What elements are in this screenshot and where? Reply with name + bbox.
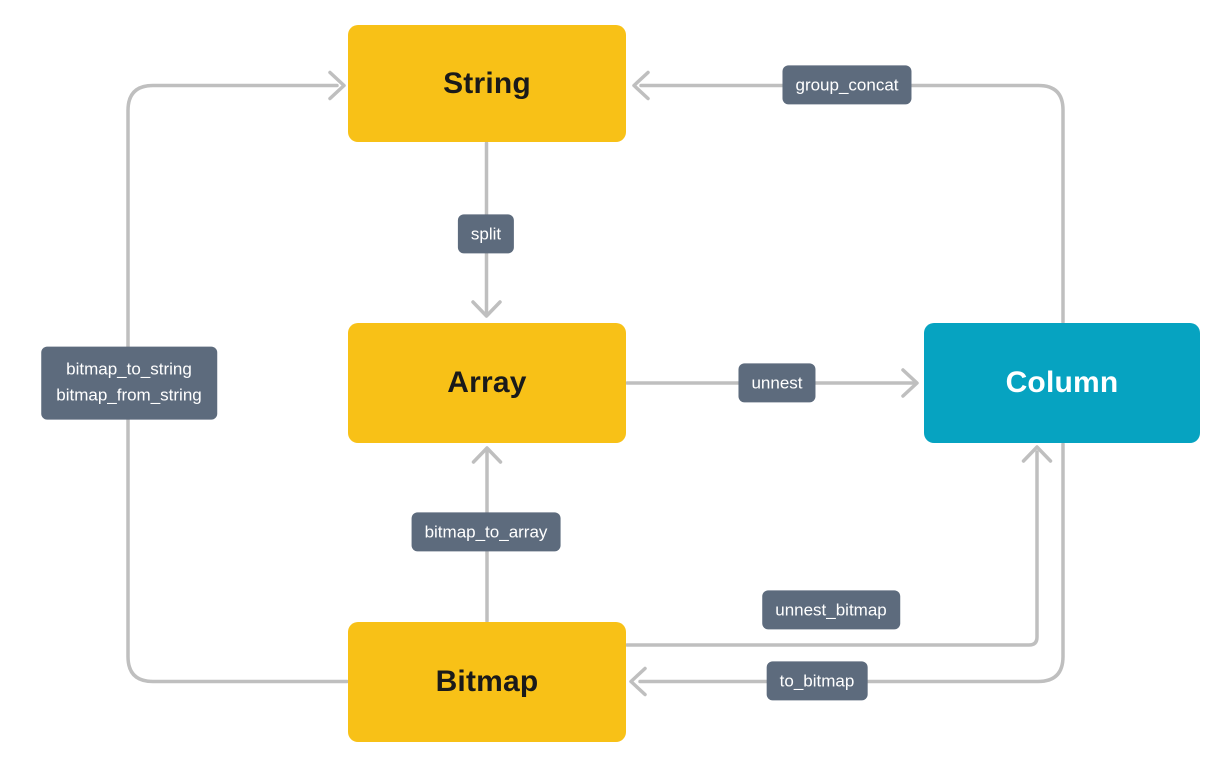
node-bitmap: Bitmap — [348, 622, 626, 742]
node-column-label: Column — [1005, 366, 1119, 399]
node-column: Column — [924, 323, 1200, 443]
edge-label-group-concat: group_concat — [782, 65, 912, 105]
edge-label-bitmap-to-array: bitmap_to_array — [411, 512, 561, 552]
edge-label-bitmap-from-string: bitmap_from_string — [56, 386, 202, 405]
edge-unnest-bitmap-arrow — [625, 445, 1053, 647]
edge-label-unnest-bitmap: unnest_bitmap — [762, 590, 900, 630]
edge-group-concat-arrow — [632, 70, 1065, 324]
edge-label-to-bitmap: to_bitmap — [766, 661, 868, 701]
node-array: Array — [348, 323, 626, 443]
edge-label-bitmap-to-string: bitmap_to_string — [66, 359, 192, 379]
edge-to-bitmap-arrow — [629, 442, 1065, 697]
edge-label-bitmap-string: bitmap_to_string bitmap_from_string — [41, 346, 217, 420]
node-string-label: String — [443, 66, 531, 100]
node-array-label: Array — [447, 366, 527, 399]
node-bitmap-label: Bitmap — [435, 665, 539, 698]
edge-label-unnest: unnest — [738, 363, 816, 403]
edge-label-split: split — [457, 214, 515, 254]
node-string: String — [348, 25, 626, 142]
